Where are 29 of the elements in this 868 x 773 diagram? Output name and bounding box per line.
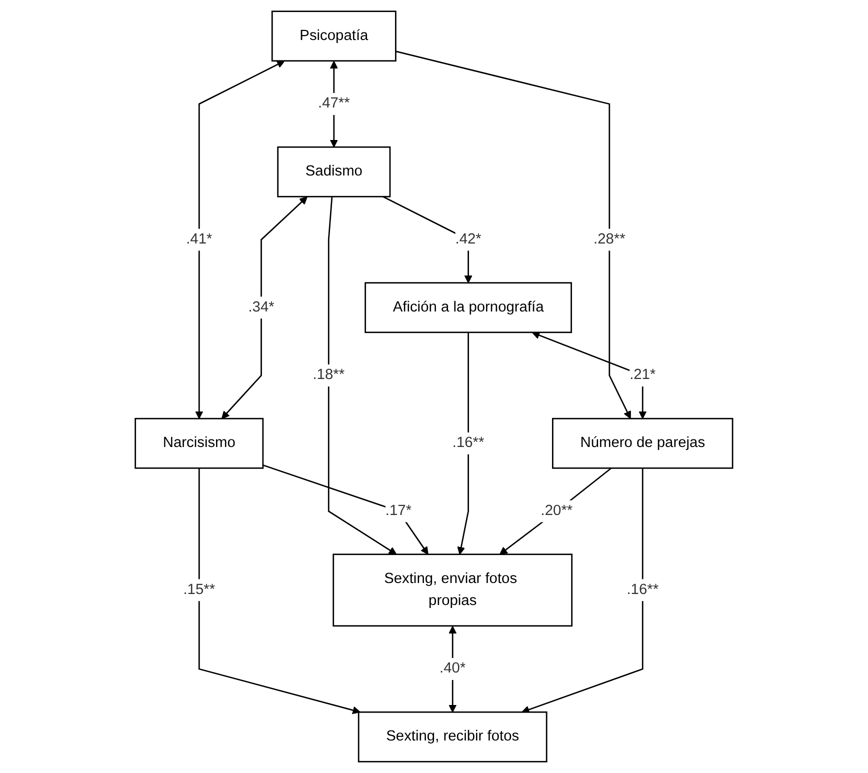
edge-label: .17* [385, 502, 412, 519]
edge-label: .16** [626, 582, 659, 598]
arrow [221, 196, 308, 419]
edge-label: .20** [540, 502, 573, 519]
arrow [396, 50, 631, 419]
node-box: Sadismo [277, 146, 391, 198]
arrow [262, 464, 428, 555]
node-box: Narcisismo [134, 418, 264, 469]
arrow [195, 60, 285, 419]
edge-label: .15** [183, 582, 216, 598]
edge-label: .18** [312, 367, 345, 383]
arrow [522, 468, 644, 714]
edge-label: .21* [630, 367, 656, 383]
node-box: Sexting, recibir fotos [358, 711, 548, 762]
arrow [198, 468, 361, 714]
arrow [500, 468, 612, 555]
edge-label: .16** [452, 435, 484, 451]
edge-label: .47** [318, 96, 350, 112]
node-box: Psicopatía [272, 10, 396, 62]
edge-label: .41* [186, 231, 212, 248]
node-box: Afición a la pornografía [364, 282, 572, 334]
node-box: Número de parejas [552, 418, 734, 469]
arrow [328, 196, 397, 555]
arrow [457, 332, 470, 555]
edge-label: .34* [248, 299, 274, 315]
edge-label: .28** [594, 231, 626, 248]
edge-label: .42* [455, 231, 482, 248]
edge-label: .40* [440, 660, 466, 676]
node-box: Sexting, enviar fotos propias [332, 554, 573, 627]
